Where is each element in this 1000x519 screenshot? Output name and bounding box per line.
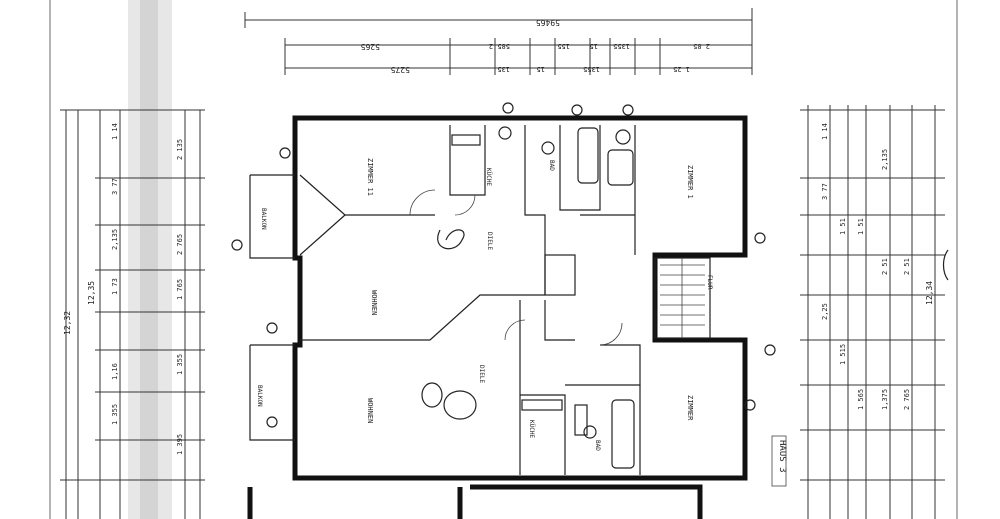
dim-right-overall: 12,34: [925, 281, 934, 305]
dim-left-seg-5: 1 765: [176, 279, 184, 300]
dim-left-seg-8: 1 355: [176, 354, 184, 375]
dim-top-row3-0: 5275: [391, 65, 410, 74]
dim-right-seg-4: 1 51: [857, 218, 865, 235]
dim-top-row2-4: 1355: [613, 42, 630, 50]
dim-top-row2-5: 2 85: [693, 42, 710, 50]
dim-right-seg-7: 2,25: [821, 303, 829, 320]
room-kueche-upper: KÜCHE: [485, 168, 492, 186]
dim-left-seg-3: 2 135: [176, 139, 184, 160]
room-bad-upper: BAD: [548, 160, 555, 171]
dim-right-seg-11: 2 765: [903, 389, 911, 410]
dim-top-row2-3: 15: [590, 42, 598, 50]
dim-right-seg-1: 3 77: [821, 183, 829, 200]
room-kueche-lower: KÜCHE: [528, 420, 535, 438]
dim-left-overall-inner: 12,35: [87, 281, 96, 305]
dim-right-seg-5: 2 51: [881, 258, 889, 275]
dim-top-row2-0: 5265: [361, 42, 380, 51]
dim-left-seg-0: 1 14: [111, 123, 119, 140]
right-dimension-chains: 12,34 1 14 3 77 2,135 1 51 1 51 2 51 2 5…: [800, 105, 945, 519]
top-dimension-chains: 59465 5265 585 2 155 15 1355 2 85 5275 1…: [244, 8, 753, 75]
plan-fixtures: [231, 102, 776, 469]
dim-top-row2-2: 155: [557, 42, 570, 50]
left-dimension-chains: 12,32 12,35 1 14 3 77 2,135 2 135 1 73 1…: [60, 109, 205, 519]
room-balkon-upper: BALKON: [260, 208, 267, 230]
room-wohnen-lower: WOHNEN: [366, 398, 374, 423]
dim-top-row3-3: 1355: [583, 65, 600, 73]
page-edge-mark: [942, 249, 949, 281]
dim-overall-top: 59465: [536, 18, 560, 27]
dim-right-seg-0: 1 14: [821, 123, 829, 140]
scan-shadow-core: [140, 0, 158, 519]
room-wohnen-upper: WOHNEN: [370, 290, 378, 315]
dim-left-seg-10: 1 395: [176, 434, 184, 455]
dim-right-seg-10: 1,375: [881, 389, 889, 410]
dim-left-overall-outer: 12,32: [63, 311, 72, 335]
dim-top-row3-4: 1 25: [673, 65, 690, 73]
dim-left-seg-9: 1 355: [111, 404, 119, 425]
room-zimmer-upper-right: ZIMMER 1: [686, 165, 694, 199]
room-zimmer-upper-left: ZIMMER 11: [366, 158, 374, 196]
room-bad-lower: BAD: [594, 440, 601, 451]
dim-top-row2-1: 585 2: [489, 42, 510, 50]
dim-left-seg-2: 2,135: [111, 229, 119, 250]
room-balkon-lower: BALKON: [256, 385, 263, 407]
room-diele-lower: DIELE: [478, 365, 485, 383]
dim-top-row3-2: 15: [537, 65, 545, 73]
dim-right-seg-3: 1 51: [839, 218, 847, 235]
dim-right-seg-2: 2,135: [881, 149, 889, 170]
dim-left-seg-6: 2 765: [176, 234, 184, 255]
plan-walls: [247, 115, 748, 519]
room-diele-upper: DIELE: [486, 232, 493, 250]
house-label: HAUS 3: [777, 440, 787, 473]
dim-left-seg-1: 3 77: [111, 178, 119, 195]
room-zimmer-lower-right: ZIMMER: [686, 395, 694, 421]
house-label-frame: [771, 435, 787, 487]
room-labels: ZIMMER 11 WOHNEN BALKON KÜCHE DIELE BAD …: [256, 158, 713, 451]
dim-right-seg-9: 1 565: [857, 389, 865, 410]
dim-right-seg-8: 1 515: [839, 344, 847, 365]
dim-left-seg-4: 1 73: [111, 278, 119, 295]
dim-left-seg-7: 1,16: [111, 363, 119, 380]
dim-top-row3-1: 135: [497, 65, 510, 73]
room-treppe: FLUR: [706, 275, 713, 290]
dim-right-seg-6: 2 51: [903, 258, 911, 275]
